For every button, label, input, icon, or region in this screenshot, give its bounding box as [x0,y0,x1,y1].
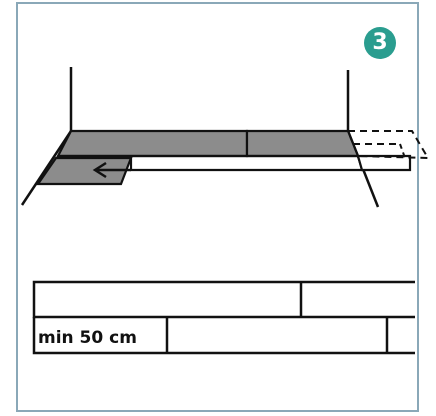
board-strip-extension [356,154,412,172]
laid-board-row [35,129,430,186]
left-floor-edge [20,130,73,206]
min-offset-label: min 50 cm [38,328,137,348]
plan-row-2 [32,317,415,355]
panel-border [16,2,419,412]
laid-board-left [56,129,249,158]
arrow-left-icon [92,161,131,179]
dashed-board-outline [346,130,430,160]
board-layout-plan [32,280,415,355]
plan-row-1 [32,280,415,319]
step-number-badge: 3 [364,27,396,59]
board-strip-outline [57,154,364,172]
laid-board-right [245,129,360,158]
